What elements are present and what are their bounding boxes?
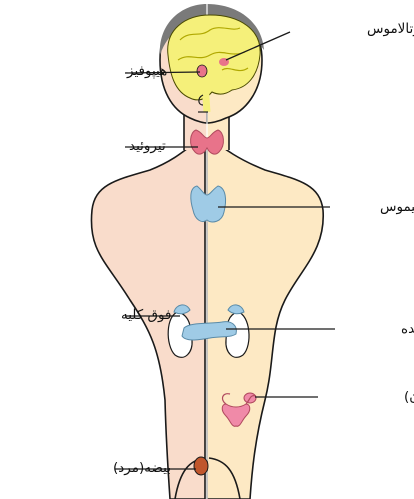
brainstem [204,78,207,112]
label-pituitary: هیپوفیز [126,63,167,79]
label-thyroid: تیروئید [129,138,166,154]
label-hypothalamus: هیپوتالاموس [367,21,414,37]
female-body-half [207,135,323,499]
label-thymus: تیموس [380,199,414,215]
label-ovary: تخمدان (زن) [404,389,414,405]
testis [194,457,208,475]
pituitary-gland [197,65,207,77]
label-adrenal: فوق کلیه [121,307,171,323]
label-testis: بیضه(مرد) [113,460,171,476]
label-pancreas: لوزالمعده [401,321,414,337]
